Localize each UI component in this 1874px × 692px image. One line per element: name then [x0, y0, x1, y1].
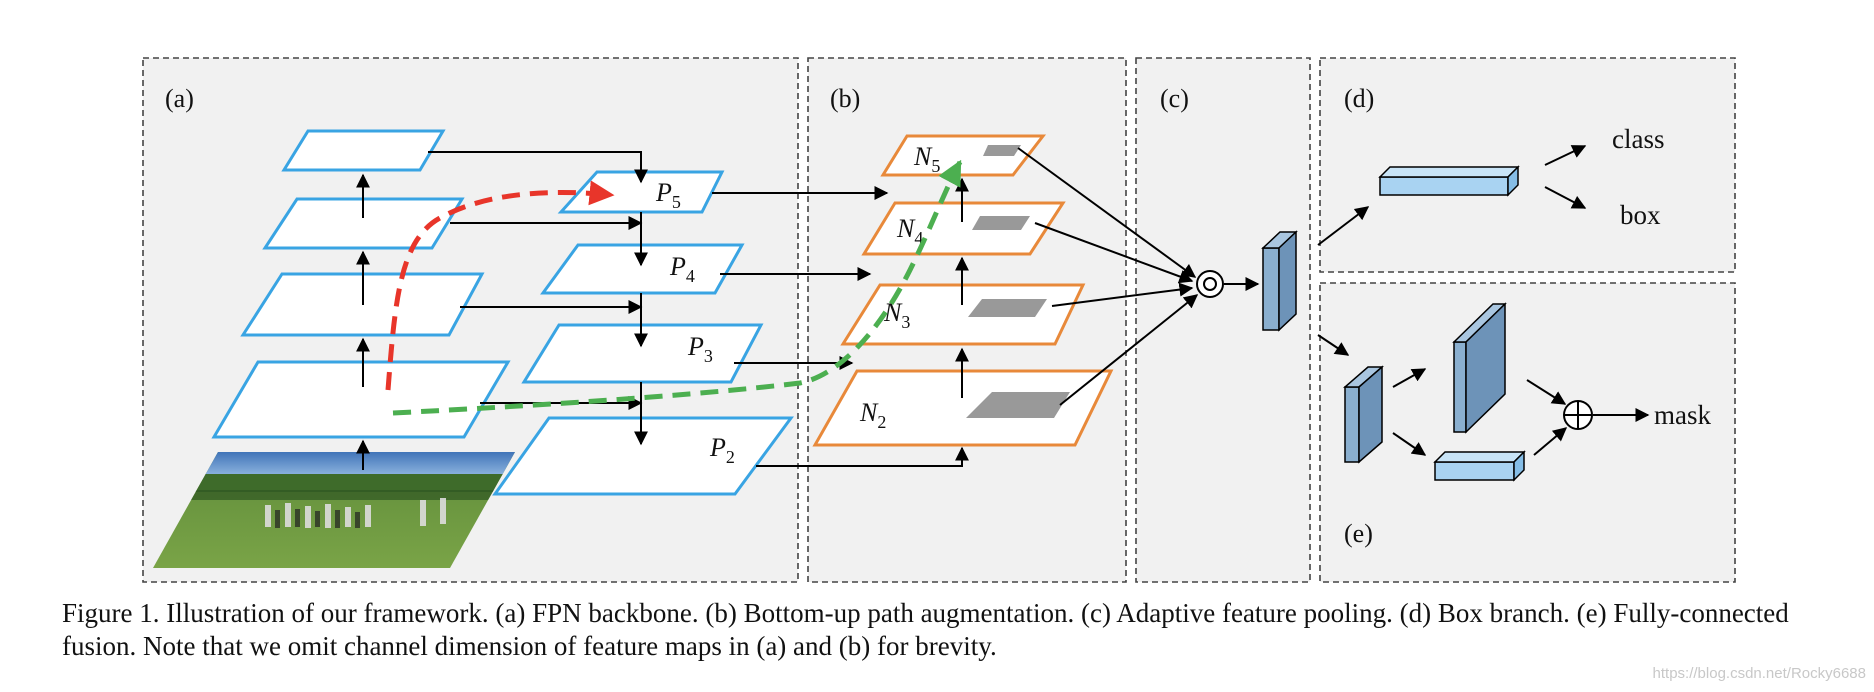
fpn-to-pan-arrow-2: [756, 446, 969, 467]
panel-c-label: (c): [1160, 84, 1189, 113]
mask-conv-arrow: [1392, 368, 1427, 388]
pan-level-n5: [880, 134, 1047, 177]
pan-level-n2: [812, 369, 1114, 447]
mask-fc-arrow: [1392, 432, 1427, 456]
fpn-label-p3: P3: [687, 332, 713, 366]
green-dashed-path: [392, 159, 963, 416]
fpn-level-p3: [521, 323, 764, 384]
box-arrow: [1544, 186, 1587, 209]
fpn-label-p4: P4: [669, 252, 695, 286]
roi-patch-n4: [972, 216, 1030, 230]
fpn-label-p2: P2: [709, 433, 735, 467]
fpn-level-p4: [540, 243, 745, 295]
roi-patch-n2: [966, 392, 1070, 418]
fused-feature-block: [1261, 230, 1298, 332]
roi-patch-n3: [968, 299, 1047, 317]
roi-patch-n5: [983, 145, 1021, 156]
box-output-label: box: [1620, 200, 1661, 230]
pan-level-n4: [861, 201, 1066, 256]
pan-label-n2: N2: [859, 398, 886, 432]
feature-to-mask-branch-arrow: [1317, 334, 1350, 356]
pan-label-n3: N3: [883, 298, 910, 332]
watermark: https://blog.csdn.net/Rocky6688: [1652, 665, 1866, 682]
panel-b-label: (b): [830, 84, 860, 113]
backbone-level-3: [262, 197, 465, 250]
box-branch-fc-block: [1378, 165, 1520, 197]
panel-a-label: (a): [165, 84, 194, 113]
pan-label-n5: N5: [913, 142, 940, 176]
fpn-label-p5: P5: [655, 178, 681, 212]
pool-arrow-n4: [1034, 222, 1194, 284]
conv-to-fusion-arrow: [1526, 379, 1567, 405]
backbone-level-4: [281, 129, 446, 172]
fc-to-fusion-arrow: [1533, 427, 1568, 456]
panel-d-box: [1319, 57, 1736, 273]
feature-to-box-branch-arrow: [1317, 206, 1370, 246]
circle-dot-icon: [1196, 270, 1224, 298]
circle-plus-icon: [1563, 400, 1593, 430]
class-arrow: [1544, 145, 1587, 166]
panel-e-box: [1319, 282, 1736, 583]
mask-fc-block: [1433, 450, 1526, 482]
fpn-level-p2: [492, 416, 794, 496]
pool-arrow-n3: [1051, 282, 1194, 307]
red-dashed-path: [385, 180, 615, 391]
pool-arrow-n2: [1059, 294, 1199, 406]
lateral-arrow-4: [428, 151, 648, 184]
class-output-label: class: [1612, 124, 1664, 154]
mask-conv-block-tall: [1452, 302, 1507, 434]
mask-conv-block-input: [1342, 365, 1385, 464]
pool-arrow-n5: [1017, 147, 1197, 278]
backbone-level-1: [211, 360, 511, 439]
mask-output-label: mask: [1654, 400, 1711, 430]
figure-caption: Figure 1. Illustration of our framework.…: [62, 598, 1789, 661]
pan-label-n4: N4: [896, 214, 923, 248]
panel-e-label: (e): [1344, 519, 1373, 548]
panel-d-label: (d): [1344, 84, 1374, 113]
